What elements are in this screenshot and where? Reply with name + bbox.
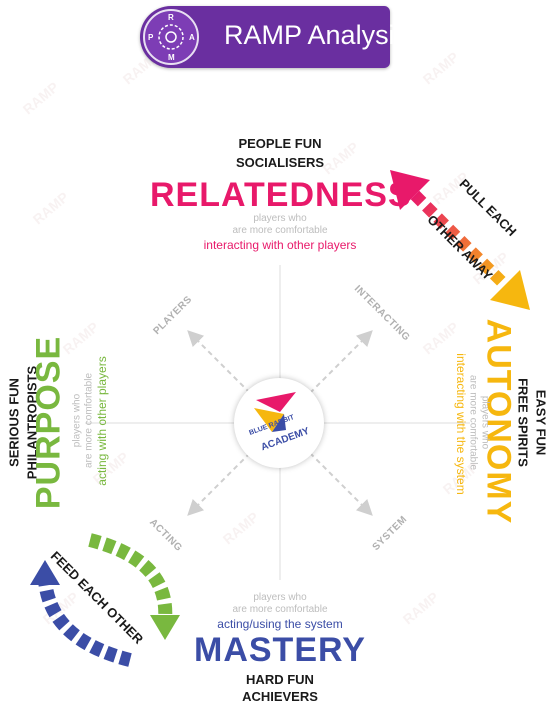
header-banner: R A M P RAMP Analysis: [140, 6, 408, 68]
feed-arrows-icon: [30, 533, 180, 667]
autonomy-desc1: players who: [479, 395, 491, 450]
mastery-type-line2: ACHIEVERS: [242, 689, 318, 704]
purpose-type-line1: SERIOUS FUN: [6, 378, 22, 467]
page-title: RAMP Analysis: [224, 20, 409, 50]
relatedness-desc1: players who: [253, 213, 307, 224]
autonomy-type-line1: EASY FUN: [533, 389, 549, 456]
relatedness-title: RELATEDNESS: [150, 176, 412, 214]
relatedness-type-line2: SOCIALISERS: [235, 155, 325, 170]
purpose-desc3: acting with other players: [95, 356, 109, 486]
ramp-logo-icon: R A M P: [143, 9, 199, 65]
mastery-title: MASTERY: [194, 631, 366, 669]
logo-letter-p: P: [148, 33, 154, 42]
logo-letter-m: M: [168, 53, 175, 62]
logo-letter-a: A: [189, 33, 195, 42]
purpose-desc1: players who: [71, 393, 83, 448]
purpose-desc2: are more comfortable: [83, 372, 95, 469]
relatedness-desc3: interacting with other players: [203, 238, 357, 252]
autonomy-desc2: are more comfortable: [467, 374, 479, 471]
relatedness-type-line1: PEOPLE FUN: [238, 136, 322, 151]
pull-arrow-icon: [390, 170, 530, 310]
mastery-desc3: acting/using the system: [217, 617, 343, 631]
purpose-title: PURPOSE: [29, 335, 68, 510]
mastery-desc1: players who: [253, 592, 307, 603]
mastery-type-line1: HARD FUN: [246, 672, 314, 687]
autonomy-desc3: interacting with the system: [454, 353, 468, 495]
rabbit-logo-icon: [254, 392, 296, 432]
mastery-desc2: are more comfortable: [232, 604, 328, 615]
relatedness-desc2: are more comfortable: [232, 225, 328, 236]
center-logo: BLUE RABBIT ACADEMY: [234, 378, 324, 468]
logo-letter-r: R: [168, 13, 174, 22]
autonomy-type-line2: FREE SPIRITS: [515, 378, 531, 467]
